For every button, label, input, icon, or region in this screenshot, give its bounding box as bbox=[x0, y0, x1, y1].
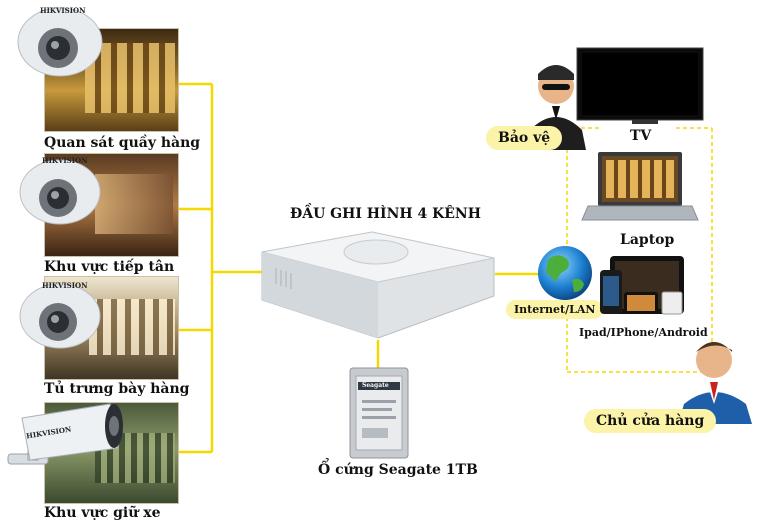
laptop-label: Laptop bbox=[620, 232, 675, 248]
camera-2-brand: HIKVISION bbox=[42, 156, 88, 165]
recorder-title: ĐẦU GHI HÌNH 4 KÊNH bbox=[290, 206, 481, 222]
camera-2-label: Khu vực tiếp tân bbox=[44, 259, 175, 275]
camera-1-label: Quan sát quầy hàng bbox=[44, 135, 201, 151]
owner-label: Chủ cửa hàng bbox=[584, 409, 717, 433]
camera-4-label: Khu vực giữ xe bbox=[44, 505, 161, 521]
camera-3-label: Tủ trưng bày hàng bbox=[44, 381, 190, 397]
guard-label: Bảo vệ bbox=[486, 126, 563, 150]
hard-drive-label: Ổ cứng Seagate 1TB bbox=[318, 462, 478, 478]
camera-1-brand: HIKVISION bbox=[40, 6, 86, 15]
mobile-devices-label: Ipad/IPhone/Android bbox=[579, 326, 708, 339]
camera-3-brand: HIKVISION bbox=[42, 281, 88, 290]
laptop-screen-image bbox=[606, 160, 674, 198]
camera-1-scene-photo bbox=[44, 28, 179, 132]
internet-lan-label: Internet/LAN bbox=[506, 300, 604, 319]
hard-drive-brand: Seagate bbox=[362, 382, 389, 389]
tv-label: TV bbox=[630, 128, 652, 144]
